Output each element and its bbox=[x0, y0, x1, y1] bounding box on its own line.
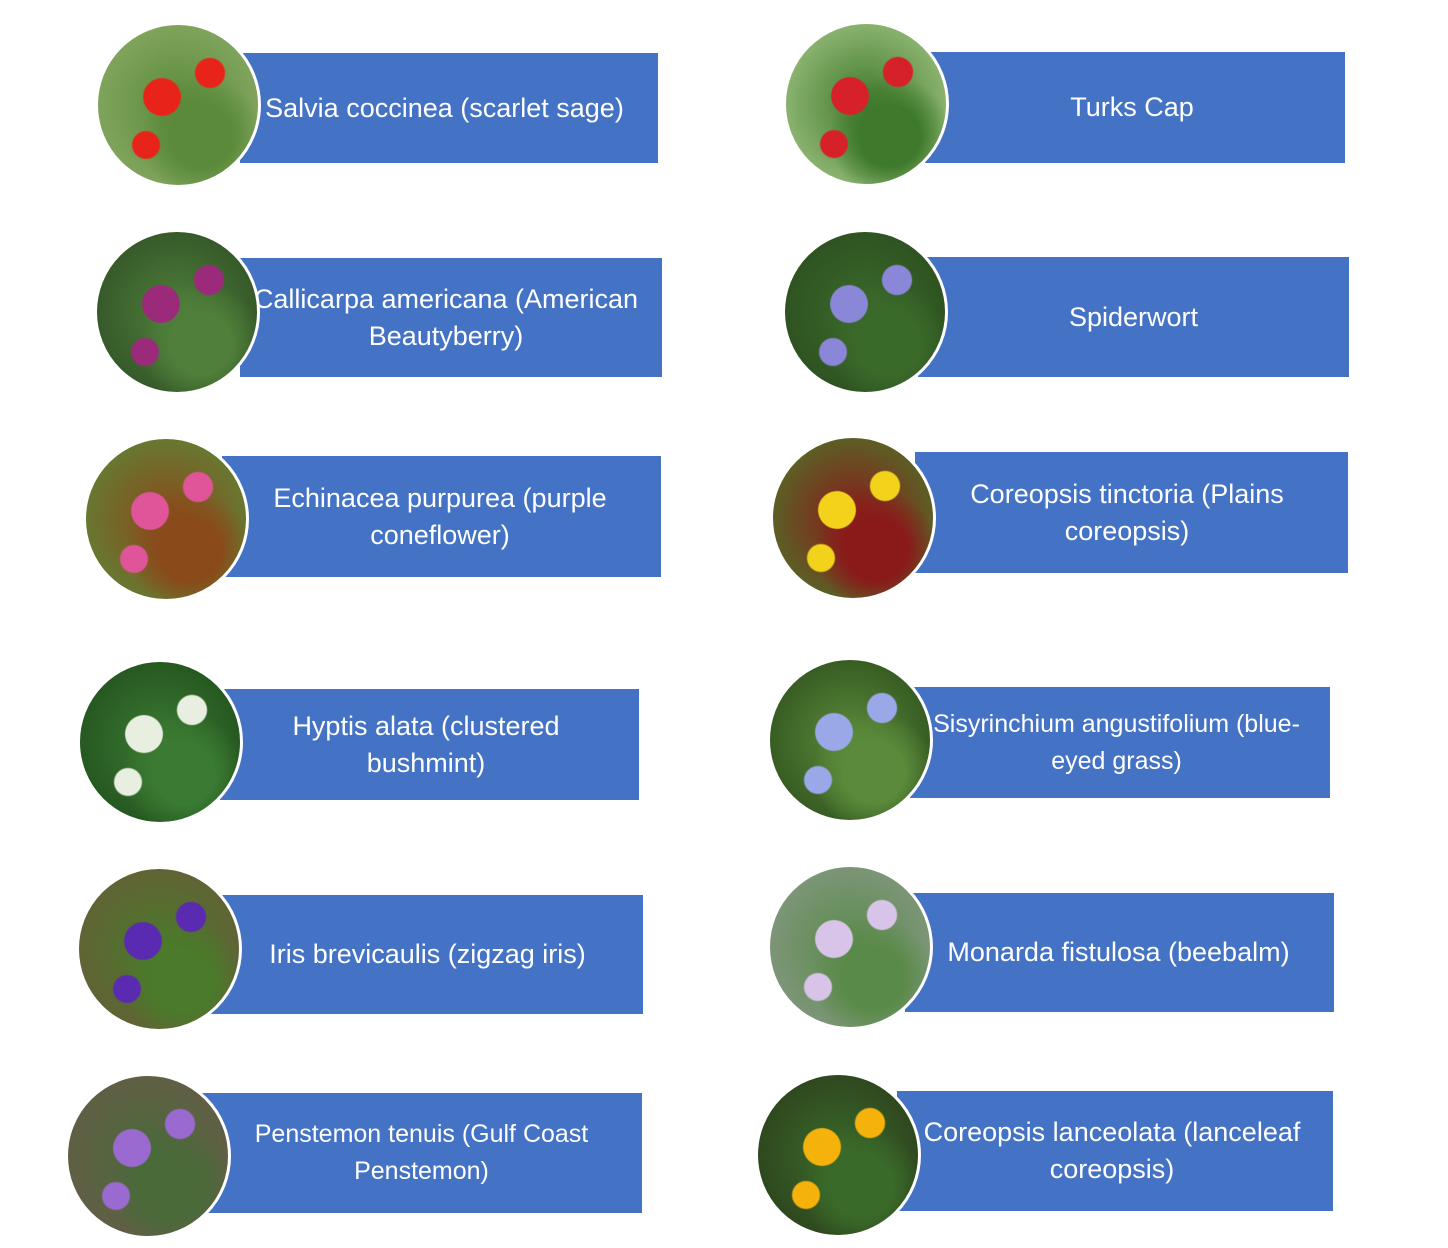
plant-label-box: Coreopsis tinctoria (Plains coreopsis) bbox=[915, 452, 1348, 573]
plant-label-box: Turks Cap bbox=[925, 52, 1345, 163]
plant-name: Coreopsis tinctoria (Plains coreopsis) bbox=[970, 478, 1284, 546]
plant-photo bbox=[783, 21, 949, 187]
plant-name: Coreopsis lanceolata (lanceleaf coreopsi… bbox=[923, 1117, 1301, 1184]
plant-label-box: Spiderwort bbox=[918, 257, 1349, 377]
plant-photo bbox=[782, 229, 948, 395]
plant-photo bbox=[83, 436, 249, 602]
plant-photo bbox=[77, 659, 243, 825]
plant-label-box: Echinacea purpurea (purple coneflower) bbox=[222, 456, 661, 577]
plant-photo bbox=[94, 229, 260, 395]
plant-name: Iris brevicaulis (zigzag iris) bbox=[269, 939, 586, 969]
plant-label-box: Monarda fistulosa (beebalm) bbox=[905, 893, 1334, 1012]
plant-name: Hyptis alata (clustered bushmint) bbox=[292, 710, 560, 778]
plant-label-box: Salvia coccinea (scarlet sage) bbox=[240, 53, 658, 163]
plant-photo bbox=[76, 866, 242, 1032]
plant-photo bbox=[65, 1073, 231, 1239]
plant-name: Echinacea purpurea (purple coneflower) bbox=[273, 482, 607, 550]
plant-name: Salvia coccinea (scarlet sage) bbox=[265, 92, 624, 123]
plant-photo bbox=[770, 435, 936, 601]
plant-photo bbox=[767, 657, 933, 823]
plant-name: Spiderwort bbox=[1068, 301, 1199, 332]
plant-photo bbox=[95, 22, 261, 188]
plant-label-box: Hyptis alata (clustered bushmint) bbox=[220, 689, 639, 800]
plant-label-box: Iris brevicaulis (zigzag iris) bbox=[210, 895, 643, 1014]
plant-name: Monarda fistulosa (beebalm) bbox=[947, 937, 1290, 967]
plant-photo bbox=[755, 1072, 921, 1238]
plant-name: Sisyrinchium angustifolium (blue-eyed gr… bbox=[933, 709, 1300, 775]
plant-photo bbox=[767, 864, 933, 1030]
plant-label-box: Penstemon tenuis (Gulf Coast Penstemon) bbox=[200, 1093, 642, 1213]
plant-label-box: Sisyrinchium angustifolium (blue-eyed gr… bbox=[910, 687, 1330, 798]
plant-label-box: Callicarpa americana (American Beautyber… bbox=[240, 258, 662, 377]
plant-name: Callicarpa americana (American Beautyber… bbox=[253, 283, 639, 351]
plant-name: Turks Cap bbox=[1070, 92, 1194, 122]
plant-name: Penstemon tenuis (Gulf Coast Penstemon) bbox=[254, 1120, 589, 1185]
plant-label-box: Coreopsis lanceolata (lanceleaf coreopsi… bbox=[897, 1091, 1333, 1211]
